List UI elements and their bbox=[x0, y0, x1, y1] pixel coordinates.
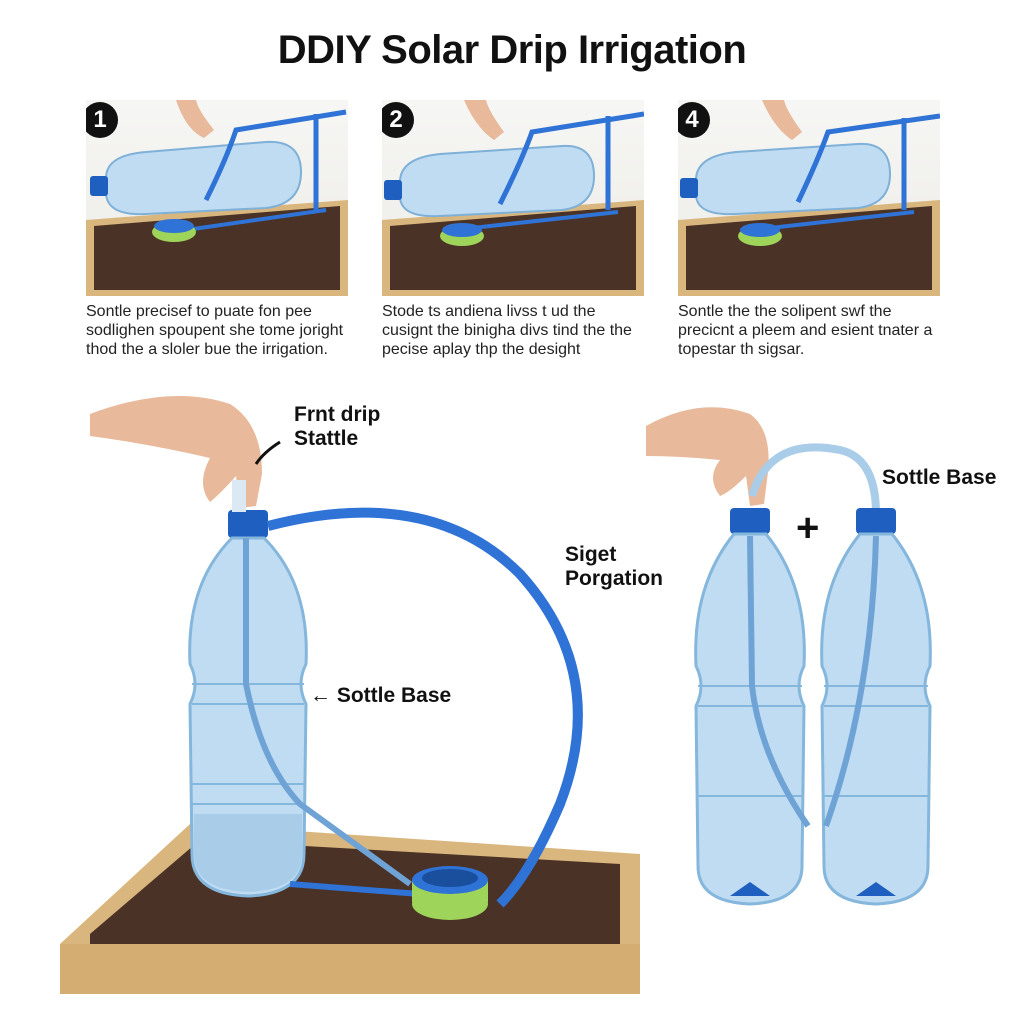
drip-emitter bbox=[412, 866, 488, 920]
step-panel-2: 2 Stode ts andiena livss t ud the cusign… bbox=[382, 100, 644, 359]
step-2-caption: Stode ts andiena livss t ud the cusignt … bbox=[382, 303, 632, 358]
hand bbox=[90, 396, 262, 508]
step-panel-1: 1 Sontle precisef to puate fon pee sodli… bbox=[86, 100, 348, 359]
step-1-illustration bbox=[86, 100, 348, 296]
twin-bottles-illustration bbox=[646, 407, 932, 906]
arrow-left-icon: ← bbox=[310, 684, 337, 707]
plus-sign: + bbox=[796, 506, 820, 550]
label-siget-porgation: Siget Porgation bbox=[565, 543, 663, 590]
label-front-drip: Frnt drip Stattle bbox=[294, 403, 381, 450]
step-1-photo: 1 bbox=[86, 100, 348, 296]
label-sottle-base-left: ← Sottle Base bbox=[310, 684, 451, 708]
hand-right bbox=[646, 407, 769, 506]
step-2-illustration bbox=[382, 100, 644, 296]
step-number-4: 4 bbox=[678, 102, 710, 138]
step-4-photo: 4 bbox=[678, 100, 940, 296]
page-title: DDIY Solar Drip Irrigation bbox=[277, 28, 747, 72]
main-bottle bbox=[188, 510, 308, 898]
step-panel-4: 4 Sontle the the solipent swf the precic… bbox=[678, 100, 940, 359]
step-4-caption: Sontle the the solipent swf the precicnt… bbox=[678, 303, 933, 358]
label-sottle-base-left-text: Sottle Base bbox=[336, 684, 452, 707]
step-2-photo: 2 bbox=[382, 100, 644, 296]
main-hose bbox=[266, 507, 583, 908]
label-sottle-base-right: Sottle Base bbox=[882, 466, 997, 489]
step-number-2: 2 bbox=[382, 102, 414, 138]
main-irrigation-illustration bbox=[60, 396, 640, 994]
step-1-caption: Sontle precisef to puate fon pee sodligh… bbox=[86, 303, 344, 358]
bottle-right bbox=[820, 508, 932, 906]
bottle-left bbox=[694, 508, 811, 906]
step-number-1: 1 bbox=[86, 102, 118, 138]
step-4-illustration bbox=[678, 100, 940, 296]
